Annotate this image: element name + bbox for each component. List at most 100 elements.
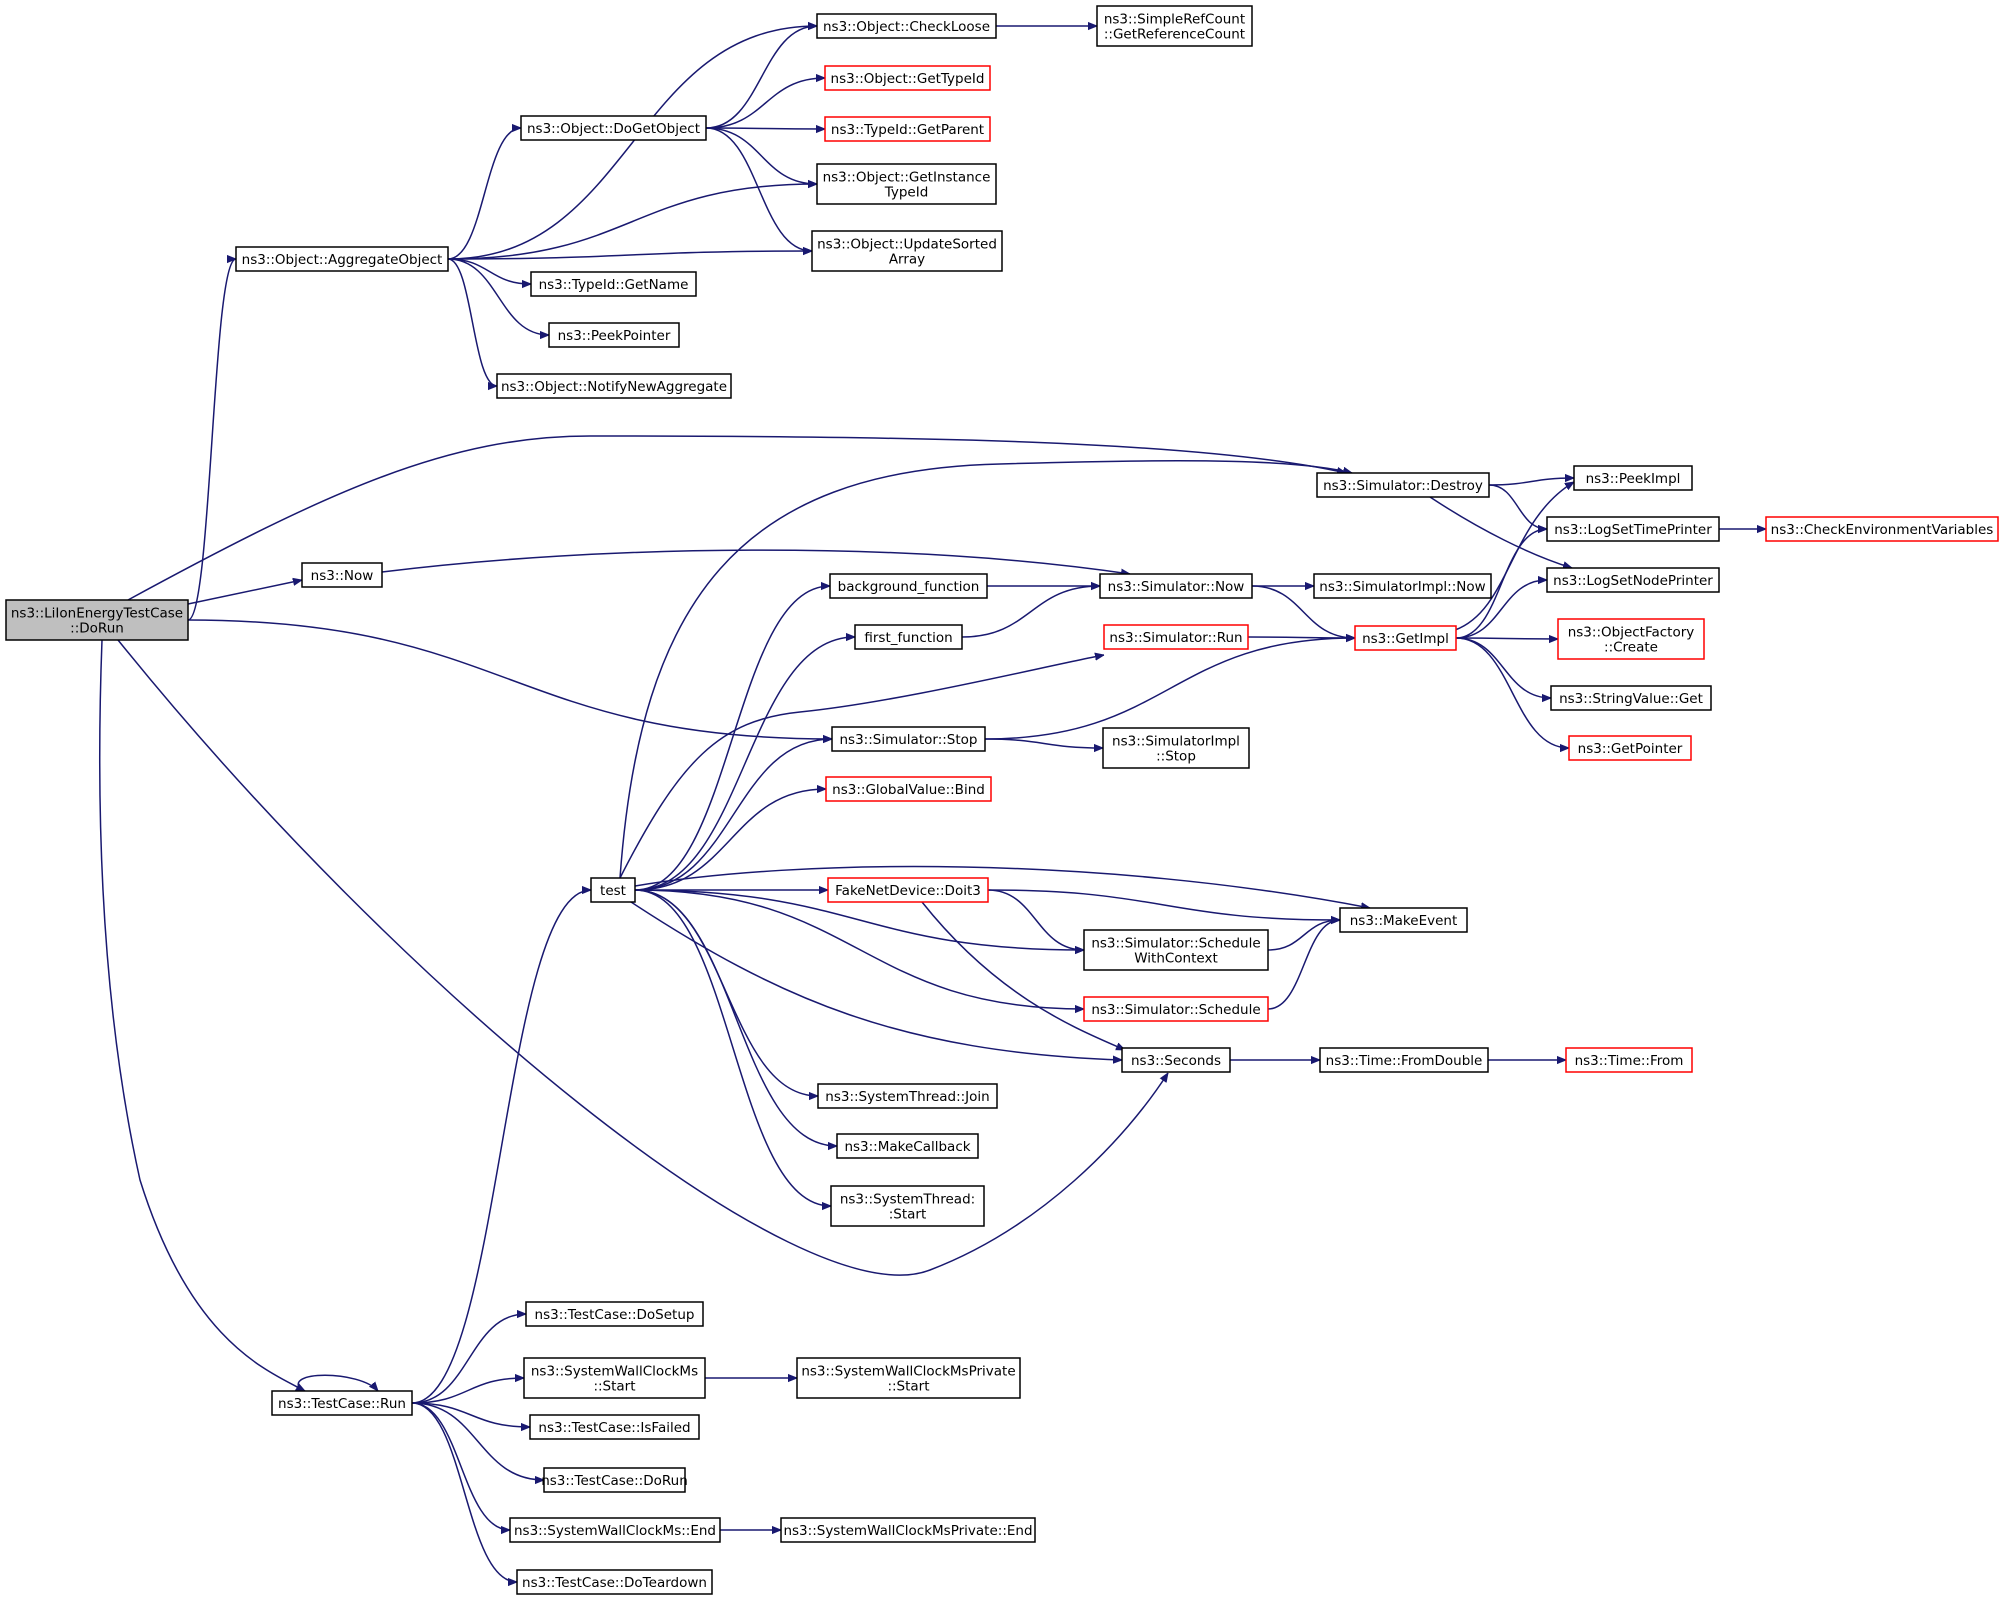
node-schedule[interactable]: ns3::Simulator::Schedule <box>1083 996 1269 1022</box>
edge-arrow <box>411 1402 544 1480</box>
node-getparent[interactable]: ns3::TypeId::GetParent <box>824 116 991 142</box>
node-wallprivstart[interactable]: ns3::SystemWallClockMsPrivate::Start <box>796 1357 1021 1399</box>
node-box <box>530 271 697 297</box>
node-logsetnode[interactable]: ns3::LogSetNodePrinter <box>1546 567 1720 593</box>
node-tcdorun[interactable]: ns3::TestCase::DoRun <box>541 1467 688 1493</box>
node-box <box>854 624 963 650</box>
node-simimplnow[interactable]: ns3::SimulatorImpl::Now <box>1313 573 1492 599</box>
node-box <box>590 877 636 903</box>
node-refcount[interactable]: ns3::SimpleRefCount::GetReferenceCount <box>1096 5 1253 47</box>
node-label: :Start <box>889 1207 927 1223</box>
node-box <box>824 116 991 142</box>
node-label: first_function <box>864 630 952 646</box>
node-label: ::DoRun <box>70 621 124 637</box>
node-notifynew[interactable]: ns3::Object::NotifyNewAggregate <box>496 373 732 399</box>
node-box <box>825 776 992 802</box>
node-box <box>1099 573 1253 599</box>
node-label: ns3::Time::FromDouble <box>1326 1053 1483 1069</box>
node-getpointer[interactable]: ns3::GetPointer <box>1568 735 1692 761</box>
node-fromdouble[interactable]: ns3::Time::FromDouble <box>1319 1047 1489 1073</box>
node-simimplstop[interactable]: ns3::SimulatorImpl::Stop <box>1102 727 1250 769</box>
node-logsettime[interactable]: ns3::LogSetTimePrinter <box>1546 516 1720 542</box>
node-getimpl[interactable]: ns3::GetImpl <box>1354 625 1457 651</box>
edge-arrow <box>447 258 549 335</box>
edge-arrow <box>1455 637 1551 698</box>
node-checkloose[interactable]: ns3::Object::CheckLoose <box>816 13 997 39</box>
node-box <box>301 562 383 588</box>
edge-arrow <box>187 580 302 605</box>
edge-arrow <box>411 890 591 1404</box>
node-box <box>1546 567 1720 593</box>
edge-test-to-seconds <box>627 899 1122 1060</box>
node-bgfunc[interactable]: background_function <box>829 573 988 599</box>
node-isfailed[interactable]: ns3::TestCase::IsFailed <box>529 1414 700 1440</box>
node-tcrun[interactable]: ns3::TestCase::Run <box>271 1390 413 1416</box>
node-objfactory[interactable]: ns3::ObjectFactory::Create <box>1557 618 1705 660</box>
edge-arrow <box>447 184 817 260</box>
edge-simdestroy-to-peekimpl <box>1488 478 1574 486</box>
edge-arrow <box>1267 920 1340 951</box>
node-gettypeid[interactable]: ns3::Object::GetTypeId <box>824 65 991 91</box>
node-dogetobject[interactable]: ns3::Object::DoGetObject <box>520 115 707 141</box>
node-now[interactable]: ns3::Now <box>301 562 383 588</box>
node-checkenv[interactable]: ns3::CheckEnvironmentVariables <box>1765 516 1999 542</box>
node-firstfunc[interactable]: first_function <box>854 624 963 650</box>
node-makeevent[interactable]: ns3::MakeEvent <box>1339 907 1468 933</box>
node-simrun[interactable]: ns3::Simulator::Run <box>1103 624 1249 650</box>
edge-aggregate-to-updatesorted <box>447 251 812 260</box>
edge-arrow <box>447 251 812 260</box>
node-makecallback[interactable]: ns3::MakeCallback <box>836 1133 979 1159</box>
node-label: test <box>600 883 626 899</box>
node-timefrom[interactable]: ns3::Time::From <box>1565 1047 1693 1073</box>
node-aggregate[interactable]: ns3::Object::AggregateObject <box>235 246 449 272</box>
node-teardown[interactable]: ns3::TestCase::DoTeardown <box>516 1569 713 1595</box>
node-peekimpl[interactable]: ns3::PeekImpl <box>1573 465 1693 491</box>
edge-arrow <box>634 889 837 1146</box>
edge-arrow <box>705 127 812 251</box>
node-simstop[interactable]: ns3::Simulator::Stop <box>831 726 986 752</box>
node-test[interactable]: test <box>590 877 636 903</box>
edge-doit3-to-schedctx <box>987 889 1084 950</box>
edges-layer <box>99 26 1766 1582</box>
edge-test-to-schedctx <box>634 889 1084 950</box>
node-getname[interactable]: ns3::TypeId::GetName <box>530 271 697 297</box>
node-label: ns3::Object::GetTypeId <box>831 71 985 87</box>
node-doit3[interactable]: FakeNetDevice::Doit3 <box>827 877 989 903</box>
node-label: ns3::SystemWallClockMsPrivate <box>801 1364 1015 1380</box>
edge-root-to-simdestroy <box>127 435 1346 601</box>
edge-tcrun-to-teardown <box>411 1402 517 1582</box>
edge-arrow <box>187 619 832 739</box>
node-globalbind[interactable]: ns3::GlobalValue::Bind <box>825 776 992 802</box>
node-seconds[interactable]: ns3::Seconds <box>1121 1047 1231 1073</box>
node-label: ns3::Now <box>311 568 374 584</box>
node-tcsetup[interactable]: ns3::TestCase::DoSetup <box>525 1301 704 1327</box>
node-box <box>817 1083 998 1109</box>
node-label: ns3::StringValue::Get <box>1559 691 1703 707</box>
node-threadstart[interactable]: ns3::SystemThread::Start <box>830 1185 985 1227</box>
edge-arrow <box>634 889 831 1206</box>
node-wallprivend[interactable]: ns3::SystemWallClockMsPrivate::End <box>780 1517 1036 1543</box>
edge-arrow <box>411 1402 517 1582</box>
edge-now-to-simnow <box>381 549 1130 574</box>
node-simdestroy[interactable]: ns3::Simulator::Destroy <box>1316 472 1490 498</box>
node-stringget[interactable]: ns3::StringValue::Get <box>1550 685 1712 711</box>
edge-arrow <box>634 637 855 891</box>
node-label: ns3::SystemWallClockMsPrivate::End <box>783 1523 1032 1539</box>
node-wallstart[interactable]: ns3::SystemWallClockMs::Start <box>523 1357 706 1399</box>
node-peekpointer[interactable]: ns3::PeekPointer <box>548 322 680 348</box>
node-box <box>509 1517 721 1543</box>
node-label: ns3::MakeCallback <box>844 1139 970 1155</box>
edge-test-to-simrun <box>619 655 1104 879</box>
node-label: ns3::Simulator::Schedule <box>1091 1002 1260 1018</box>
node-wallend[interactable]: ns3::SystemWallClockMs::End <box>509 1517 721 1543</box>
node-box <box>1319 1047 1489 1073</box>
edge-arrow <box>634 889 1084 950</box>
edge-dogetobject-to-gettypeid <box>705 78 825 129</box>
node-simnow[interactable]: ns3::Simulator::Now <box>1099 573 1253 599</box>
edge-root-to-seconds <box>117 639 1168 1276</box>
node-root[interactable]: ns3::LiIonEnergyTestCase::DoRun <box>5 599 189 641</box>
node-join[interactable]: ns3::SystemThread::Join <box>817 1083 998 1109</box>
